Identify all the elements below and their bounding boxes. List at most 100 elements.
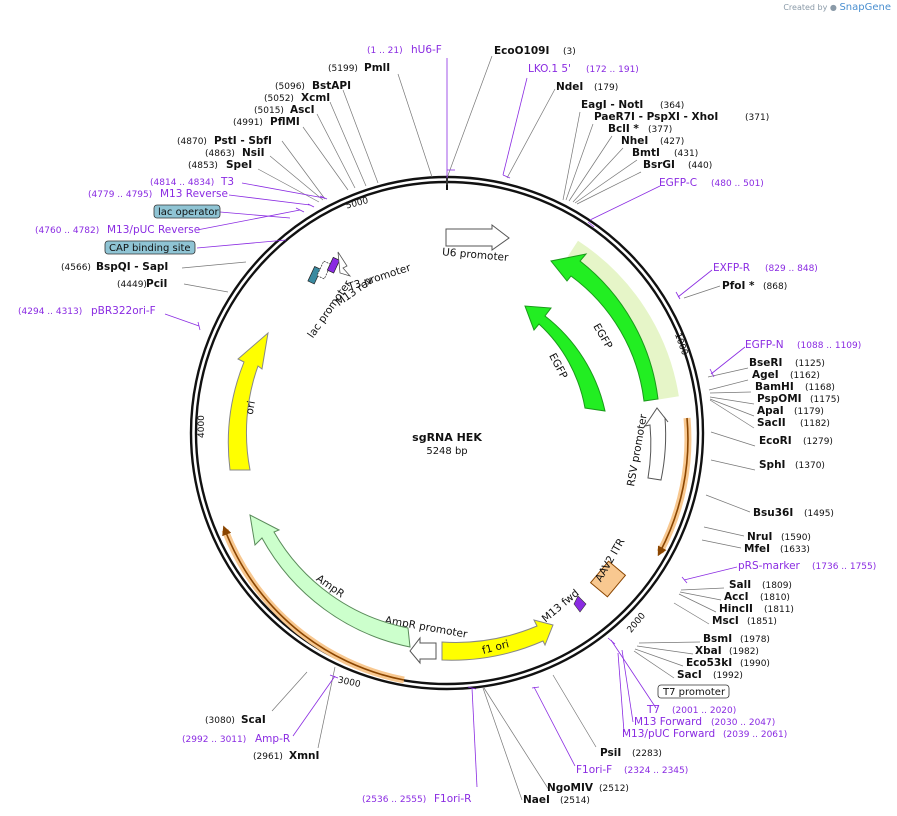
primer-leader-lines xyxy=(164,58,746,788)
primer-range: (2324 .. 2345) xyxy=(624,766,688,776)
primer-range: (1088 .. 1109) xyxy=(797,341,861,351)
enzyme-label: SpeI xyxy=(226,159,252,171)
brand-created-by: Created by xyxy=(783,3,828,12)
enzyme-position: (2514) xyxy=(560,796,590,806)
enzyme-label: SacII xyxy=(757,417,786,429)
enzyme-position: (1990) xyxy=(740,659,770,669)
enzyme-label: XbaI xyxy=(695,645,722,657)
enzyme-label: MfeI xyxy=(744,543,770,555)
enzyme-position: (1810) xyxy=(760,593,790,603)
enzyme-position: (1125) xyxy=(795,359,825,369)
enzyme-position: (2961) xyxy=(253,752,283,762)
enzyme-position: (371) xyxy=(745,113,769,123)
primer-range: (829 .. 848) xyxy=(765,264,818,274)
f1-ori-arrow xyxy=(441,619,554,661)
enzyme-label: Bsu36I xyxy=(753,507,793,519)
enzyme-position: (364) xyxy=(660,101,684,111)
enzyme-label: BmtI xyxy=(632,147,660,159)
feature-ori: ori xyxy=(244,400,258,416)
enzyme-position: (1495) xyxy=(804,509,834,519)
enzyme-position: (1992) xyxy=(713,671,743,681)
ruler-4000: 4000 xyxy=(197,415,207,438)
enzyme-label: PmlI xyxy=(364,62,390,74)
lac-operator-label-box xyxy=(153,204,221,219)
primer-range: (2030 .. 2047) xyxy=(711,718,775,728)
enzyme-position: (4870) xyxy=(177,137,207,147)
enzyme-position: (5096) xyxy=(275,82,305,92)
snapgene-logo-icon: ● xyxy=(829,3,837,12)
enzyme-label: SphI xyxy=(759,459,785,471)
egfp-outer-halo xyxy=(565,240,679,400)
primer-range: (172 .. 191) xyxy=(586,65,639,75)
m13-fwd-marker xyxy=(573,595,587,613)
egfp-inner-arrow xyxy=(524,305,606,412)
primer-range: (2536 .. 2555) xyxy=(362,795,426,805)
enzyme-position: (2283) xyxy=(632,749,662,759)
enzyme-label: NdeI xyxy=(556,81,583,93)
enzyme-position: (1982) xyxy=(729,647,759,657)
enzyme-label: EcoO109I xyxy=(494,45,549,57)
enzyme-position: (1179) xyxy=(794,407,824,417)
primer-range: (2039 .. 2061) xyxy=(723,730,787,740)
enzyme-label: Eco53kI xyxy=(686,657,732,669)
primer-range: (4814 .. 4834) xyxy=(150,178,214,188)
primer-range: (4294 .. 4313) xyxy=(18,307,82,317)
feature-rsv-promoter: RSV promoter xyxy=(625,413,650,488)
primer-label: T7 xyxy=(646,704,660,716)
enzyme-position: (1370) xyxy=(795,461,825,471)
enzyme-position: (440) xyxy=(688,161,712,171)
enzyme-position: (3080) xyxy=(205,716,235,726)
rsv-promoter-arrow xyxy=(643,407,669,481)
enzyme-label: ApaI xyxy=(757,405,784,417)
enzyme-label: BsmI xyxy=(703,633,732,645)
enzyme-label: BsrGI xyxy=(643,159,675,171)
enzyme-label: XcmI xyxy=(301,92,330,104)
cap-binding-site-label-box xyxy=(104,240,196,255)
enzyme-position: (4449) xyxy=(117,280,147,290)
primer-label: hU6-F xyxy=(411,44,442,56)
primer-range: (2992 .. 3011) xyxy=(182,735,246,745)
snapgene-brand: Created by ● SnapGene xyxy=(783,2,891,13)
enzyme-label: HincII xyxy=(719,603,753,615)
orange-arc-left xyxy=(221,528,405,684)
ori-arrow xyxy=(227,331,269,471)
enzyme-label: EagI - NotI xyxy=(581,99,643,111)
lac-operator-box xyxy=(316,260,332,280)
primer-label: EGFP-C xyxy=(659,177,697,189)
enzyme-label: PstI - SbfI xyxy=(214,135,272,147)
enzyme-leader-lines xyxy=(181,55,756,801)
primer-label: EXFP-R xyxy=(713,262,750,274)
enzyme-label: AccI xyxy=(724,591,748,603)
enzyme-label: NaeI xyxy=(523,794,550,806)
enzyme-label: MscI xyxy=(712,615,739,627)
primer-label: EGFP-N xyxy=(745,339,784,351)
enzyme-position: (179) xyxy=(594,83,618,93)
enzyme-label: PciI xyxy=(146,278,167,290)
t3-promoter-arrow xyxy=(337,251,352,277)
primer-label: Amp-R xyxy=(255,733,290,745)
primer-range: (1736 .. 1755) xyxy=(812,562,876,572)
label-lac-operator: lac operator xyxy=(158,207,219,218)
enzyme-label: SalI xyxy=(729,579,751,591)
enzyme-label: AscI xyxy=(290,104,315,116)
enzyme-label: EcoRI xyxy=(759,435,792,447)
enzyme-position: (5052) xyxy=(264,94,294,104)
primer-label: T3 xyxy=(220,176,234,188)
primer-label: LKO.1 5' xyxy=(528,63,571,75)
primer-label: M13 Forward xyxy=(634,716,702,728)
enzyme-position: (5015) xyxy=(254,106,284,116)
enzyme-position: (1279) xyxy=(803,437,833,447)
primer-label: F1ori-F xyxy=(576,764,612,776)
enzyme-position: (4863) xyxy=(205,149,235,159)
enzyme-position: (868) xyxy=(763,282,787,292)
enzyme-position: (377) xyxy=(648,125,672,135)
primer-label: pRS-marker xyxy=(738,560,801,572)
enzyme-position: (1978) xyxy=(740,635,770,645)
enzyme-label: PspOMI xyxy=(757,393,802,405)
enzyme-label: SacI xyxy=(677,669,702,681)
enzyme-label: NruI xyxy=(747,531,772,543)
ampr-promoter-arrow xyxy=(409,636,437,665)
enzyme-label: PflMI xyxy=(270,116,300,128)
ruler-3000: 3000 xyxy=(337,676,362,691)
